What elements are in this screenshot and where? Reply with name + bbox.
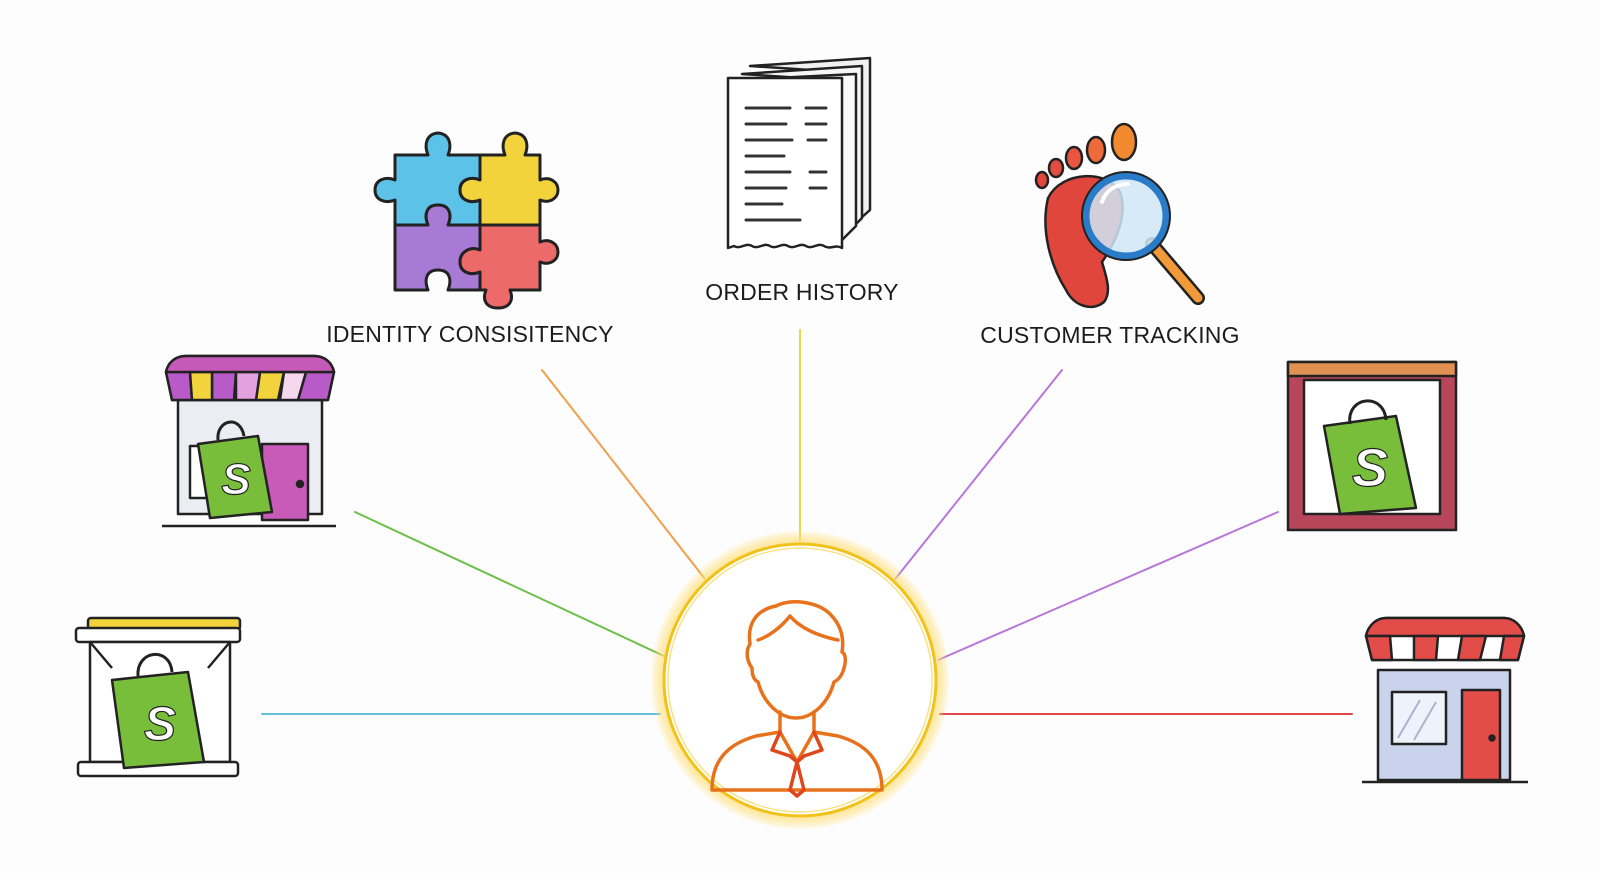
bag-letter: S — [221, 455, 250, 504]
connector-store-right-upper — [937, 511, 1279, 661]
framed-shopping-bag-icon: S — [1286, 360, 1458, 532]
order-history-label: ORDER HISTORY — [705, 279, 898, 305]
kiosk-shopping-bag-icon: S — [74, 616, 242, 778]
connector-identity — [541, 369, 713, 589]
puzzle-pieces-icon — [373, 131, 560, 310]
connector-lines — [261, 329, 1353, 715]
connector-customer-tracking — [887, 369, 1063, 589]
bag-letter: S — [144, 698, 176, 751]
storefront-icon — [1362, 616, 1528, 784]
connector-store-left-upper — [354, 511, 665, 657]
footprint-magnifier-icon — [1034, 122, 1205, 309]
customer-person-icon — [710, 600, 884, 798]
bag-letter: S — [1352, 438, 1388, 498]
receipt-stack-icon — [726, 56, 872, 250]
customer-tracking-label: CUSTOMER TRACKING — [980, 322, 1239, 348]
storefront-shopping-bag-icon: S — [162, 354, 336, 528]
identity-consistency-label: IDENTITY CONSISITENCY — [326, 321, 613, 347]
customer-hub — [650, 530, 950, 830]
